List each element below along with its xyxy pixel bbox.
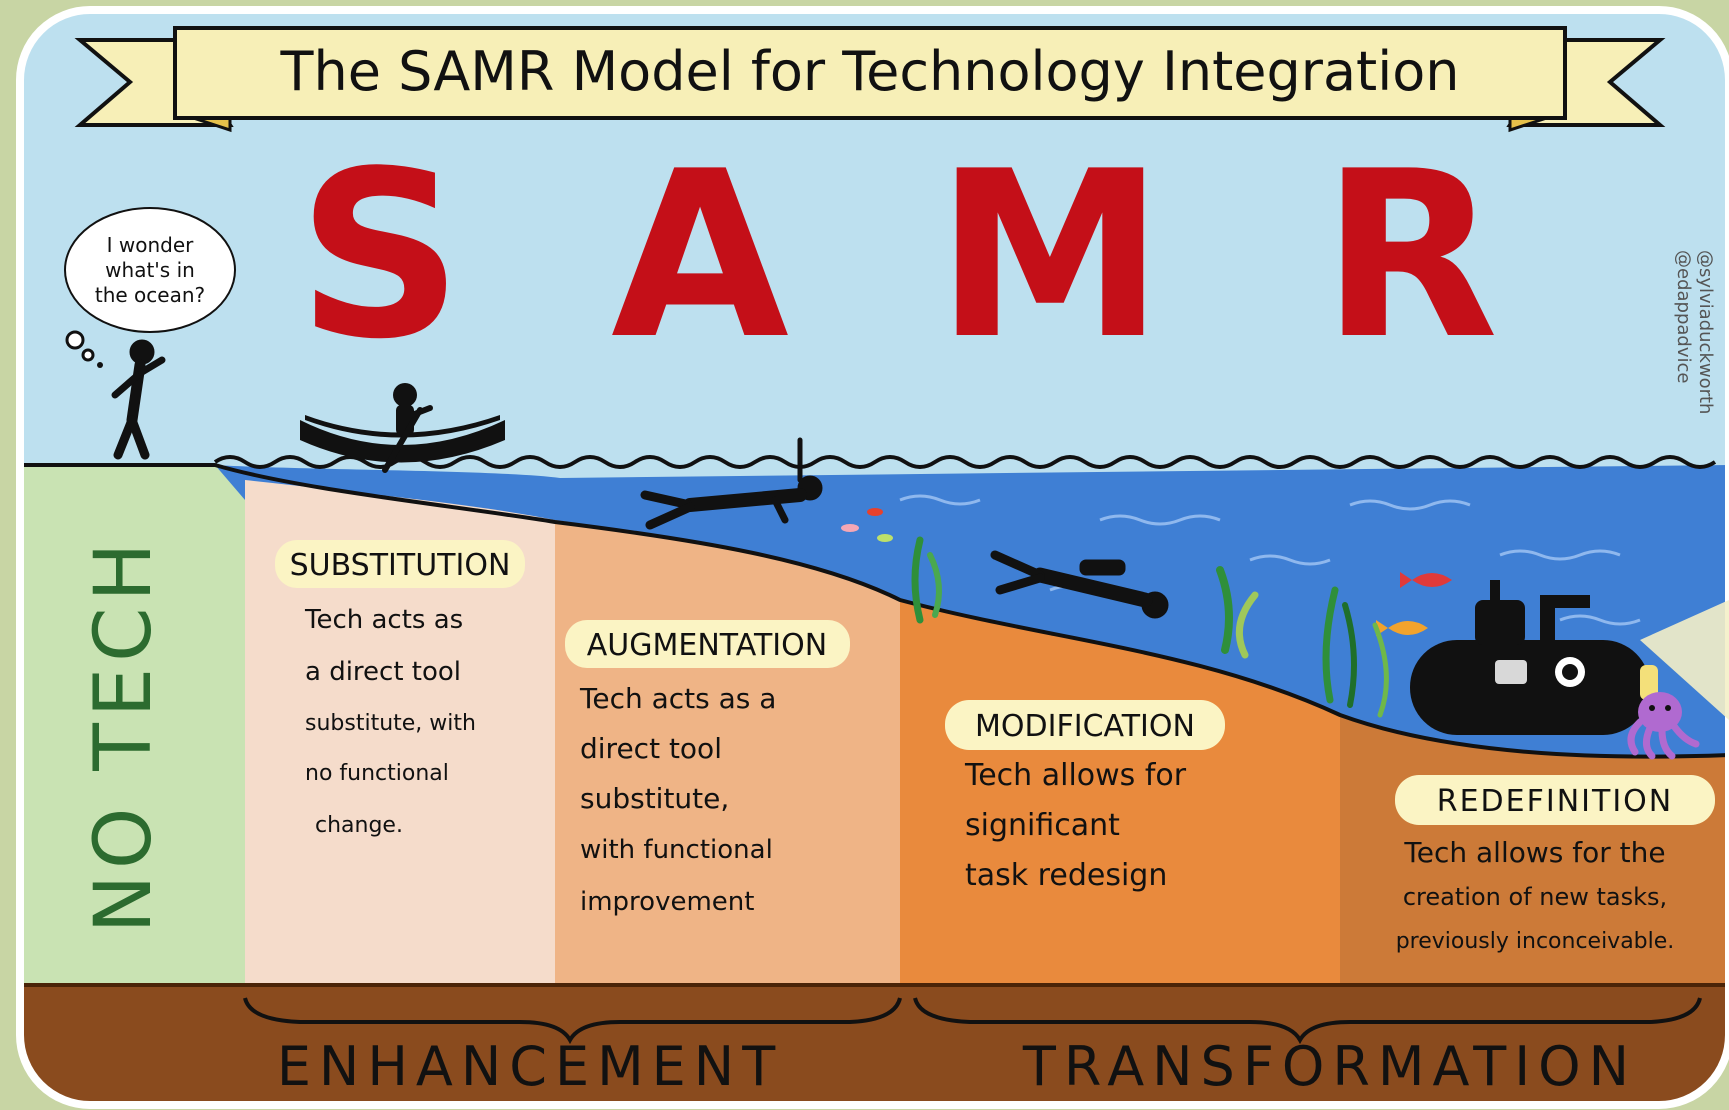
thought-line-1: I wonder — [107, 233, 195, 257]
augmentation-line: improvement — [580, 887, 754, 917]
augmentation-label: AUGMENTATION — [587, 628, 827, 663]
enhancement-brace — [243, 997, 902, 1045]
thought-line-2: what's in — [105, 258, 195, 282]
redefinition-line: Tech allows for the — [1403, 836, 1665, 869]
augmentation-line: with functional — [580, 835, 773, 865]
wave-line — [213, 455, 1717, 469]
modification-line: significant — [965, 808, 1120, 843]
stage-modification: MODIFICATION Tech allows for significant… — [945, 700, 1225, 893]
card-border — [16, 6, 1729, 1109]
substitution-line: Tech acts as — [304, 605, 463, 635]
enhancement-label: ENHANCEMENT — [277, 1035, 783, 1098]
redefinition-line: creation of new tasks, — [1403, 883, 1667, 911]
ground-strip — [20, 985, 1729, 1105]
redefinition-label-bg — [1395, 775, 1715, 825]
substitution-label-bg — [275, 540, 525, 588]
transformation-label: TRANSFORMATION — [1022, 1035, 1637, 1098]
modification-label-bg — [945, 700, 1225, 750]
modification-line: task redesign — [965, 858, 1167, 893]
redefinition-label: REDEFINITION — [1437, 784, 1673, 819]
standing-person-icon — [111, 339, 166, 460]
stage-redefinition: REDEFINITION Tech allows for the creatio… — [1395, 775, 1715, 954]
substitution-column — [245, 480, 555, 1000]
redefinition-line: previously inconceivable. — [1396, 929, 1675, 954]
letter-s: S — [297, 123, 463, 390]
substitution-line: no functional — [305, 761, 449, 786]
scuba-diver-icon — [990, 550, 1169, 619]
snorkeler-icon — [640, 437, 823, 530]
letter-m: M — [936, 123, 1165, 390]
augmentation-line: substitute, — [580, 782, 729, 815]
seabed-outline — [20, 463, 1729, 759]
modification-label: MODIFICATION — [975, 709, 1195, 744]
title-text: The SAMR Model for Technology Integratio… — [279, 40, 1459, 103]
samr-letters: S A M R — [297, 123, 1498, 390]
canoe-icon — [300, 383, 505, 473]
no-tech-label: NO TECH — [79, 537, 169, 934]
augmentation-line: Tech acts as a — [579, 682, 776, 715]
modification-line: Tech allows for — [964, 758, 1187, 793]
transformation-brace — [913, 997, 1702, 1045]
substitution-label: SUBSTITUTION — [290, 548, 511, 583]
augmentation-label-bg — [565, 620, 850, 668]
thought-line-3: the ocean? — [95, 283, 205, 307]
seaweed-icons — [911, 536, 1389, 718]
substitution-line: a direct tool — [305, 657, 461, 687]
substitution-line: substitute, with — [305, 711, 476, 736]
stage-substitution: SUBSTITUTION Tech acts as a direct tool … — [275, 540, 525, 838]
stage-augmentation: AUGMENTATION Tech acts as a direct tool … — [565, 620, 850, 917]
augmentation-line: direct tool — [580, 732, 722, 765]
octopus-icon — [1627, 692, 1700, 760]
thought-bubble: I wonder what's in the ocean? — [64, 207, 236, 368]
substitution-line: change. — [315, 813, 403, 838]
title-banner: The SAMR Model for Technology Integratio… — [74, 26, 1666, 133]
fish-icons — [841, 508, 1452, 636]
no-tech-column — [20, 465, 245, 1000]
credit-line-2: @edappadvice — [1673, 250, 1694, 383]
credit: @sylviaduckworth @edappadvice — [1673, 250, 1716, 414]
letter-a: A — [611, 123, 789, 390]
credit-line-1: @sylviaduckworth — [1695, 250, 1716, 414]
letter-r: R — [1321, 123, 1498, 390]
submarine-icon — [1410, 580, 1729, 735]
